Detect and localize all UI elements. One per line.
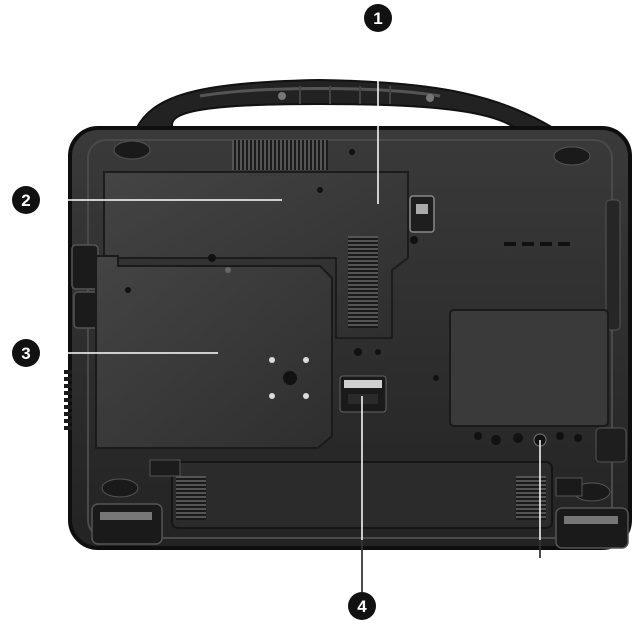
callout-label-4: 4 xyxy=(357,597,367,616)
callout-4: 4 xyxy=(348,592,376,620)
callout-label-3: 3 xyxy=(21,344,30,363)
callout-3: 3 xyxy=(12,339,40,367)
hdd-cover-panel xyxy=(96,254,332,448)
callout-1: 1 xyxy=(364,4,392,32)
callout-label-2: 2 xyxy=(21,191,30,210)
side-vent xyxy=(348,236,378,328)
carry-handle xyxy=(135,80,560,132)
top-vent xyxy=(232,140,328,170)
callout-2: 2 xyxy=(12,186,40,214)
battery-pack xyxy=(150,460,552,528)
callout-label-1: 1 xyxy=(373,9,382,28)
